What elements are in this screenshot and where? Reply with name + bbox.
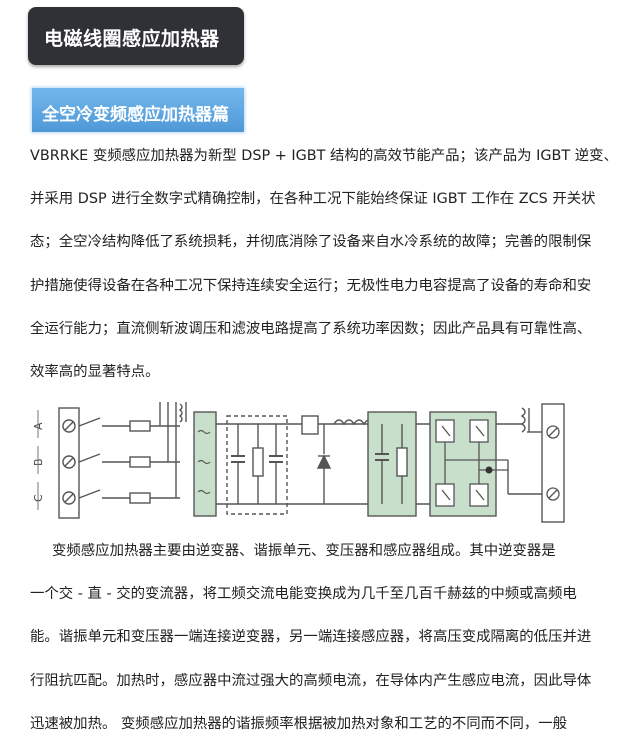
output-transformer-icon: [520, 407, 526, 433]
paragraph-line: 行阻抗匹配。加热时，感应器中流过强大的高频电流，在导体内产生感应电流，因此导体: [30, 673, 592, 689]
output-terminal-2-icon: [546, 487, 560, 501]
paragraph-line: VBRRKE 变频感应加热器为新型 DSP + IGBT 结构的高效节能产品；该…: [30, 148, 618, 164]
paragraph-line: 护措施使得设备在各种工况下保持连续安全运行；无极性电力电容提高了设备的寿命和安: [30, 278, 592, 294]
paragraph-line: 效率高的显著特点。: [30, 364, 160, 380]
paragraph-line: 能。谐振单元和变压器一端连接逆变器，另一端连接感应器，将高压变成隔离的低压并进: [30, 629, 592, 645]
terminal-b-icon: [62, 455, 76, 469]
paragraph-line: 全运行能力；直流侧斩波调压和滤波电路提高了系统功率因数；因此产品具有可靠性高、: [30, 321, 592, 337]
filter-section: [226, 415, 288, 515]
title-banner: 电磁线圈感应加热器: [28, 7, 244, 65]
paragraph-line: 一个交 - 直 - 交的变流器，将工频交流电能变换成为几千至几百千赫兹的中频或高…: [30, 586, 577, 602]
fuse-b: [129, 456, 151, 468]
section-banner: 全空冷变频感应加热器篇: [32, 88, 244, 132]
freewheel-diode: [316, 454, 332, 469]
terminal-a-icon: [62, 419, 76, 433]
resistor: [252, 447, 264, 477]
circuit-diagram: A B C: [32, 402, 565, 523]
output-terminal-1-icon: [546, 425, 560, 439]
page-title: 电磁线圈感应加热器: [44, 28, 220, 50]
paragraph-line: 迅速被加热。 变频感应加热器的谐振频率根据被加热对象和工艺的不同而不同，一般: [30, 716, 568, 732]
paragraph-line: 态；全空冷结构降低了系统损耗，并彻底消除了设备来自水冷系统的故障；完善的限制保: [30, 234, 592, 250]
filter-inductor: [333, 419, 375, 426]
fuse-c: [129, 492, 151, 504]
paragraph-line: 变频感应加热器主要由逆变器、谐振单元、变压器和感应器组成。其中逆变器是: [52, 543, 556, 559]
chopper-switch: [301, 415, 319, 435]
dc-capacitor-block: [367, 411, 417, 517]
section-title: 全空冷变频感应加热器篇: [42, 105, 229, 125]
inverter-node: [485, 466, 493, 474]
fuse-a: [129, 420, 151, 432]
rectifier-block: [193, 411, 217, 517]
terminal-block: [58, 407, 80, 519]
output-terminal-block: [541, 403, 565, 523]
paragraph-line: 并采用 DSP 进行全数字式精确控制，在各种工况下能始终保证 IGBT 工作在 …: [30, 191, 596, 207]
terminal-c-icon: [62, 491, 76, 505]
